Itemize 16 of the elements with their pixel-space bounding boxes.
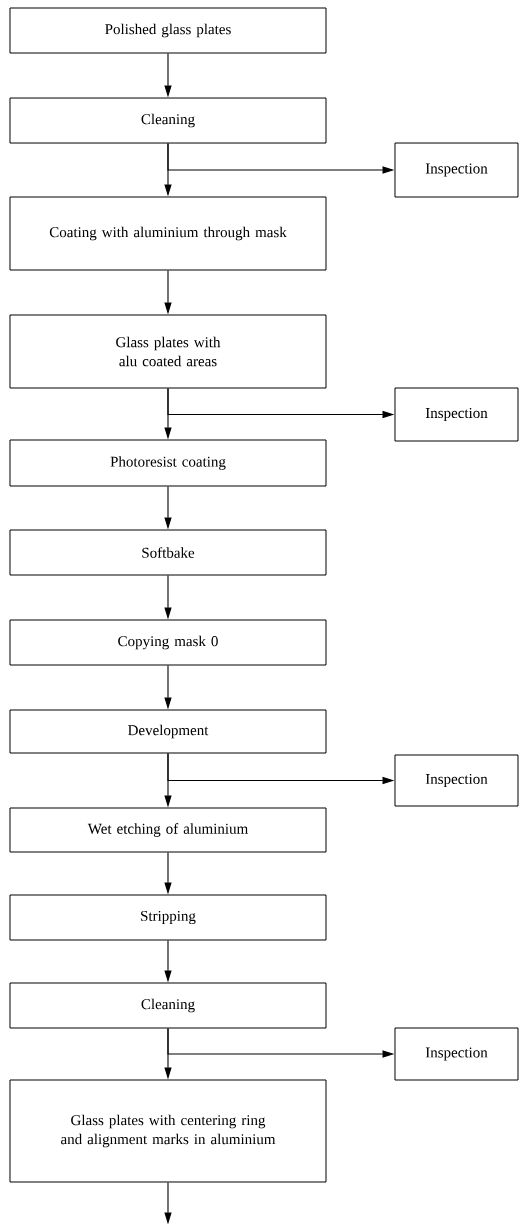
process-box: Glass plates with alu coated areas <box>9 314 327 389</box>
process-box: Cleaning <box>9 97 327 144</box>
process-box: Stripping <box>9 894 327 941</box>
process-box: Polished glass plates <box>9 7 327 54</box>
process-box: Photoresist coating <box>9 439 327 487</box>
process-box: Wet etching of aluminium <box>9 807 327 853</box>
process-box: Glass plates with centering ring and alignment marks in aluminium <box>9 1079 327 1183</box>
process-box: Cleaning <box>9 982 327 1029</box>
inspection-box: Inspection <box>394 387 519 442</box>
process-box: Coating with aluminium through mask <box>9 196 327 271</box>
inspection-box: Inspection <box>394 142 519 198</box>
process-box: Softbake <box>9 529 327 576</box>
inspection-box: Inspection <box>394 754 519 807</box>
process-box: Development <box>9 709 327 754</box>
inspection-box: Inspection <box>394 1027 519 1081</box>
process-box: Copying mask 0 <box>9 619 327 666</box>
